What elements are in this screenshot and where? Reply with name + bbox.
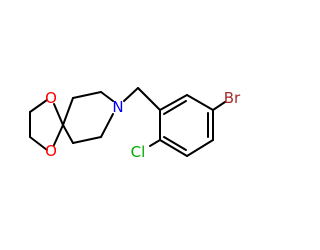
bond-ch2-o2 bbox=[29, 136, 48, 151]
bond-c2-n bbox=[100, 91, 114, 102]
bond-aryl-br bbox=[212, 101, 226, 111]
bond-c3-c4 bbox=[72, 136, 102, 144]
atom-label-cl: Cl bbox=[131, 143, 146, 161]
benzene-ring bbox=[159, 94, 214, 157]
bond-ch2-aryl bbox=[137, 87, 161, 111]
bond-c1-c2 bbox=[72, 91, 102, 99]
bond-aryl-cl bbox=[149, 139, 161, 147]
bond-b2-b3 bbox=[186, 94, 214, 111]
oxygen-label-top: O bbox=[45, 89, 57, 107]
atom-label-o-bottom: O bbox=[45, 142, 57, 160]
bond-n-c3 bbox=[100, 113, 114, 138]
bond-b1-b2 bbox=[159, 94, 188, 111]
piperidine-ring bbox=[62, 91, 114, 144]
bond-b5-b6-inner bbox=[163, 136, 187, 151]
dioxolane-ring bbox=[29, 99, 64, 151]
bond-b1-b2-inner bbox=[163, 100, 187, 115]
bond-o1-ch2 bbox=[29, 99, 48, 113]
bond-c4-spiro bbox=[62, 124, 74, 144]
bond-n-ch2 bbox=[123, 87, 139, 102]
bond-spiro-c1 bbox=[62, 97, 74, 126]
bond-b4-b5 bbox=[186, 139, 214, 157]
atom-label-br: Br bbox=[224, 89, 241, 107]
atom-label-o-top: O bbox=[45, 89, 57, 107]
bond-spiro-o1 bbox=[53, 103, 64, 126]
bond-b5-b6 bbox=[159, 139, 188, 157]
chemical-structure-diagram: O O N Cl Br bbox=[29, 87, 241, 161]
bond-o2-spiro bbox=[53, 124, 64, 146]
chlorine-label: Cl bbox=[131, 143, 146, 161]
atom-label-n: N bbox=[112, 98, 123, 116]
oxygen-label-bottom: O bbox=[45, 142, 57, 160]
bromine-label: Br bbox=[224, 89, 241, 107]
nitrogen-label: N bbox=[112, 98, 123, 116]
